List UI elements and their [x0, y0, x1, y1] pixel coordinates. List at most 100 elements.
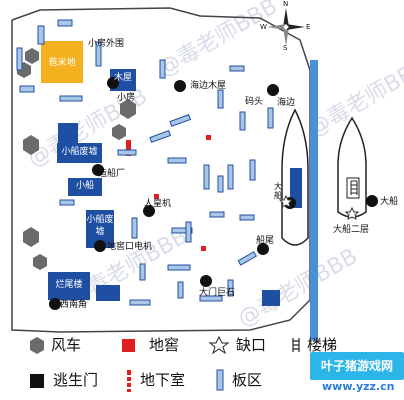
chuanwei-label: 船尾 — [256, 236, 275, 246]
legend-stairs-label: 楼梯 — [307, 336, 338, 354]
legend-basement-icon — [127, 370, 131, 392]
board-piece — [117, 149, 137, 156]
building-lanweilou — [48, 272, 90, 300]
ship-hull — [337, 116, 367, 218]
compass-e: E — [306, 23, 311, 31]
board-piece — [217, 175, 224, 193]
building-xiaochuan-feixu — [57, 143, 102, 163]
board-piece — [131, 217, 138, 239]
windmill-icon — [33, 254, 47, 270]
xinanjiao-label: 西南角 — [60, 300, 88, 310]
xiaofang-label: 小房 — [117, 93, 136, 103]
board-piece — [177, 281, 184, 299]
board-piece — [19, 85, 35, 93]
windmill-icon — [25, 48, 39, 64]
location-dot — [200, 275, 212, 287]
gap-icon — [344, 206, 360, 220]
board-piece — [227, 279, 234, 297]
compass-icon — [267, 8, 305, 46]
location-dot — [174, 80, 186, 92]
dachuan-label: 大船 — [380, 197, 399, 207]
board-piece — [267, 107, 274, 129]
location-dot — [143, 205, 155, 217]
location-dot — [49, 298, 61, 310]
millet-field — [41, 41, 83, 83]
compass-n: N — [283, 0, 289, 8]
board-piece — [239, 214, 255, 221]
location-dot — [366, 195, 378, 207]
board-piece — [149, 130, 172, 143]
cellar-marker — [206, 135, 211, 140]
building-small — [58, 123, 78, 145]
board-piece — [239, 111, 246, 131]
board-piece — [16, 47, 23, 71]
board-piece — [249, 159, 256, 181]
board-piece — [199, 295, 223, 302]
location-dot — [267, 84, 279, 96]
board-piece — [37, 25, 45, 45]
brand-logo: 叶子猪游戏网 — [310, 352, 404, 380]
board-piece — [59, 199, 75, 206]
board-piece — [209, 211, 225, 218]
board-piece — [171, 227, 193, 234]
legend-board-label: 板区 — [232, 371, 263, 389]
renhuangji-label: 人皇机 — [144, 199, 172, 209]
board-piece — [167, 264, 191, 271]
dachuan-inline-text: 大船 — [274, 182, 282, 200]
xiaofang-building-label: 木屋 — [113, 73, 132, 83]
legend-cellar-label: 地窖 — [149, 336, 180, 354]
board-piece — [59, 95, 83, 102]
dachuan-erceng-label: 大船二层 — [333, 225, 370, 235]
water-strip — [310, 60, 318, 340]
legend-board-icon — [216, 369, 224, 391]
legend-exit-label: 逃生门 — [53, 371, 99, 389]
xiaochuan-feixu2-text: 小船废墟 — [86, 215, 114, 237]
legend-windmill-label: 风车 — [51, 336, 82, 354]
haibian-muwu-label: 海边木屋 — [190, 81, 227, 91]
board-piece — [139, 263, 146, 281]
building-small-2 — [96, 285, 120, 301]
board-piece — [129, 299, 151, 306]
legend-cellar-icon — [122, 339, 135, 352]
gap-icon — [278, 194, 294, 208]
board-piece — [167, 157, 187, 164]
haibian-label: 海边 — [277, 98, 296, 108]
board-piece — [237, 251, 257, 266]
cellar-marker — [154, 194, 159, 199]
legend-gap-label: 缺口 — [236, 336, 267, 354]
legend-stairs-icon — [292, 338, 300, 352]
legend-basement-label: 地下室 — [140, 371, 186, 389]
building-block — [262, 290, 280, 306]
legend-exit-icon — [30, 374, 44, 388]
brand-url: www.yzz.cn — [322, 380, 395, 393]
windmill-icon — [120, 99, 136, 119]
millet-field-label: 苞米地 — [48, 58, 76, 68]
dijiao-dianji-label: 地窖口电机 — [107, 242, 153, 252]
zaochuanchang-label: 造船厂 — [98, 169, 126, 179]
xiaofang-waiwei-label: 小房外围 — [88, 39, 125, 49]
damen-jushi-label: 大门巨石 — [199, 288, 236, 298]
location-dot — [94, 240, 106, 252]
building-xiaochuan — [68, 178, 102, 196]
location-dot — [257, 243, 269, 255]
lanweilou-label: 烂尾楼 — [55, 280, 83, 290]
windmill-icon — [23, 227, 39, 247]
board-piece — [159, 59, 166, 79]
dachuan-inline-label: 大船 — [274, 182, 284, 200]
xiaochuan-feixu-label: 小船废墟 — [61, 147, 98, 157]
legend-windmill-icon — [30, 337, 44, 354]
location-dot — [92, 164, 104, 176]
windmill-icon — [23, 135, 39, 155]
matou-label: 码头 — [245, 97, 264, 107]
xiaochuan-label: 小船 — [75, 181, 94, 191]
board-piece — [203, 164, 210, 190]
board-piece — [57, 19, 73, 27]
board-piece — [229, 65, 245, 72]
board-piece — [227, 164, 234, 190]
compass-s: S — [283, 44, 288, 52]
board-piece — [169, 114, 192, 127]
stairs-marker — [350, 180, 358, 195]
board-piece — [217, 89, 224, 109]
